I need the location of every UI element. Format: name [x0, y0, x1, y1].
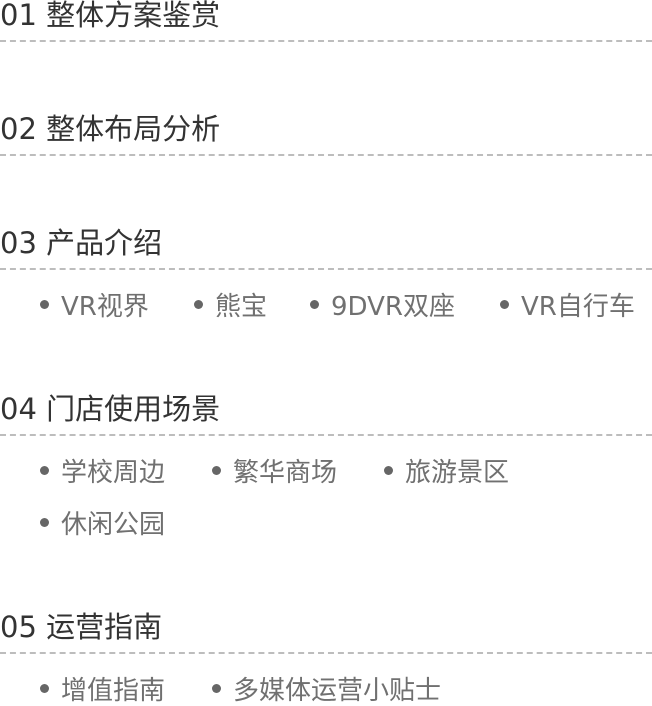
section-header: 02 整体布局分析 [0, 114, 652, 156]
dashed-divider [0, 40, 652, 42]
list-item-label: 休闲公园 [61, 510, 166, 540]
section-04: 04 门店使用场景 学校周边 繁华商场 旅游景区 休闲公园 [0, 394, 652, 540]
section-title-02[interactable]: 02 整体布局分析 [0, 112, 221, 146]
list-item-bear[interactable]: 熊宝 [194, 292, 267, 322]
dashed-divider [0, 652, 652, 654]
bullet-icon [310, 300, 319, 309]
bullet-icon [40, 684, 49, 693]
section-header: 03 产品介绍 [0, 228, 652, 270]
list-item-9dvr-double-seat[interactable]: 9DVR双座 [310, 292, 455, 322]
section-title-04[interactable]: 04 门店使用场景 [0, 392, 221, 426]
list-item-vr-bicycle[interactable]: VR自行车 [500, 292, 635, 322]
bullet-icon [212, 466, 221, 475]
list-item-label: 熊宝 [215, 292, 268, 322]
section-header: 04 门店使用场景 [0, 394, 652, 436]
section-02: 02 整体布局分析 [0, 114, 652, 156]
section-title-03[interactable]: 03 产品介绍 [0, 226, 163, 260]
list-item-school[interactable]: 学校周边 [40, 458, 165, 488]
list-item-mall[interactable]: 繁华商场 [212, 458, 337, 488]
list-item-multimedia-tips[interactable]: 多媒体运营小贴士 [212, 676, 441, 706]
list-item-label: 增值指南 [61, 676, 166, 706]
list-item-park[interactable]: 休闲公园 [40, 510, 165, 540]
list-item-scenic-area[interactable]: 旅游景区 [384, 458, 509, 488]
bullet-icon [40, 518, 49, 527]
section-03: 03 产品介绍 VR视界 熊宝 9DVR双座 VR自行车 [0, 228, 652, 322]
bullet-icon [194, 300, 203, 309]
list-item-label: 多媒体运营小贴士 [233, 676, 442, 706]
list-item-label: VR自行车 [521, 292, 635, 322]
bullet-icon [384, 466, 393, 475]
list-item-label: VR视界 [61, 292, 149, 322]
list-item-label: 学校周边 [61, 458, 166, 488]
bullet-icon [40, 300, 49, 309]
section-05: 05 运营指南 增值指南 多媒体运营小贴士 [0, 612, 652, 706]
bullet-icon [40, 466, 49, 475]
bullet-icon [212, 684, 221, 693]
bullet-icon [500, 300, 509, 309]
list-item-label: 9DVR双座 [331, 292, 455, 322]
section-header: 05 运营指南 [0, 612, 652, 654]
section-title-05[interactable]: 05 运营指南 [0, 610, 163, 644]
list-item-vr-vision[interactable]: VR视界 [40, 292, 149, 322]
section-title-01[interactable]: 01 整体方案鉴赏 [0, 0, 221, 32]
section-header: 01 整体方案鉴赏 [0, 0, 652, 42]
section-01: 01 整体方案鉴赏 [0, 0, 652, 42]
dashed-divider [0, 268, 652, 270]
dashed-divider [0, 154, 652, 156]
list-item-value-added-guide[interactable]: 增值指南 [40, 676, 165, 706]
list-item-label: 旅游景区 [405, 458, 510, 488]
dashed-divider [0, 434, 652, 436]
list-item-label: 繁华商场 [233, 458, 338, 488]
